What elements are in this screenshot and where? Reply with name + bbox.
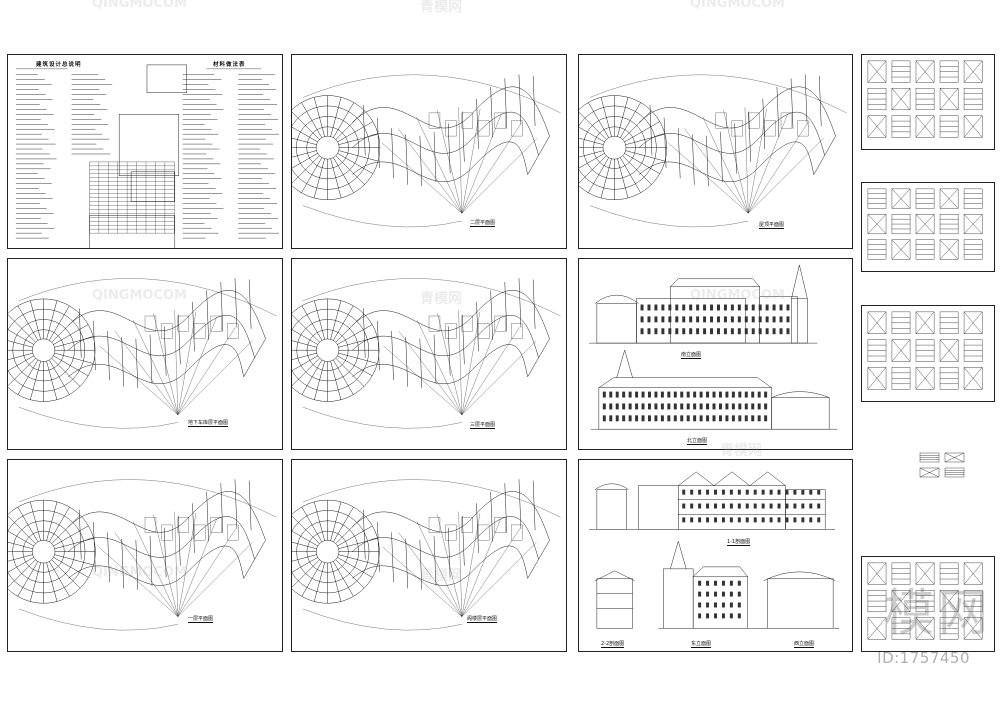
second-floor-plan-drawing xyxy=(292,74,561,228)
attic-plan-drawing xyxy=(292,479,561,631)
first-floor-plan-caption: 一层平面图 xyxy=(188,616,214,623)
watermark-logo-1: 青模网 xyxy=(420,0,462,15)
second-floor-plan-caption: 二层平面图 xyxy=(470,220,496,227)
first-floor-plan-drawing xyxy=(8,479,277,631)
sheet-elevations[interactable]: 南立面图 北立面图 xyxy=(578,258,853,450)
sheet-first-floor-plan[interactable]: 一层平面图 xyxy=(7,459,283,652)
sheet-design-notes[interactable]: 建筑设计总说明 材料做法表 xyxy=(7,54,283,249)
east-elevation-caption: 东立面图 xyxy=(691,641,712,648)
sheet-sections[interactable]: 1-1剖面图 2-2剖面图 东立面图 西立面图 xyxy=(578,459,853,652)
design-notes-drawing xyxy=(15,64,280,248)
basement-plan-drawing xyxy=(8,278,277,429)
third-floor-plan-drawing xyxy=(292,278,561,429)
sheet-detail-nodes[interactable] xyxy=(861,556,995,652)
roof-plan-drawing xyxy=(579,74,847,228)
sheet-third-floor-plan[interactable]: 三层平面图 xyxy=(291,258,567,450)
materials-table-title: 材料做法表 xyxy=(213,62,246,68)
detail-stairs-b-drawing xyxy=(867,311,983,390)
sheet-detail-stairs-a[interactable] xyxy=(861,182,995,272)
west-elevation-caption: 西立面图 xyxy=(794,641,815,648)
detail-nodes-drawing xyxy=(867,562,983,640)
attic-plan-caption: 阁楼层平面图 xyxy=(467,616,498,623)
south-elevation-caption: 南立面图 xyxy=(681,352,702,359)
sheet-roof-plan[interactable]: 屋顶平面图 xyxy=(578,54,853,249)
sheet-second-floor-plan[interactable]: 二层平面图 xyxy=(291,54,567,249)
detail-doors-windows-drawing xyxy=(867,60,983,138)
detail-stairs-a-drawing xyxy=(867,188,983,260)
watermark-brand-2: QINGMOCOM xyxy=(690,0,785,11)
basement-plan-caption: 地下车库层平面图 xyxy=(188,420,229,427)
sheet-detail-wall[interactable] xyxy=(914,447,976,489)
detail-wall-drawing xyxy=(919,452,965,478)
elevations-drawing xyxy=(588,264,838,430)
sections-drawing xyxy=(588,471,840,629)
sheet-attic-plan[interactable]: 阁楼层平面图 xyxy=(291,459,567,652)
design-notes-title: 建筑设计总说明 xyxy=(36,62,82,68)
sheet-basement-plan[interactable]: 地下车库层平面图 xyxy=(7,258,283,450)
third-floor-plan-caption: 三层平面图 xyxy=(470,422,496,429)
section-2-caption: 2-2剖面图 xyxy=(601,641,625,648)
sheet-detail-doors-windows[interactable] xyxy=(861,54,995,150)
watermark-brand-1: QINGMOCOM xyxy=(92,0,187,11)
sheet-detail-stairs-b[interactable] xyxy=(861,305,995,402)
section-1-caption: 1-1剖面图 xyxy=(727,539,751,546)
north-elevation-caption: 北立面图 xyxy=(687,438,708,445)
roof-plan-caption: 屋顶平面图 xyxy=(759,222,785,229)
